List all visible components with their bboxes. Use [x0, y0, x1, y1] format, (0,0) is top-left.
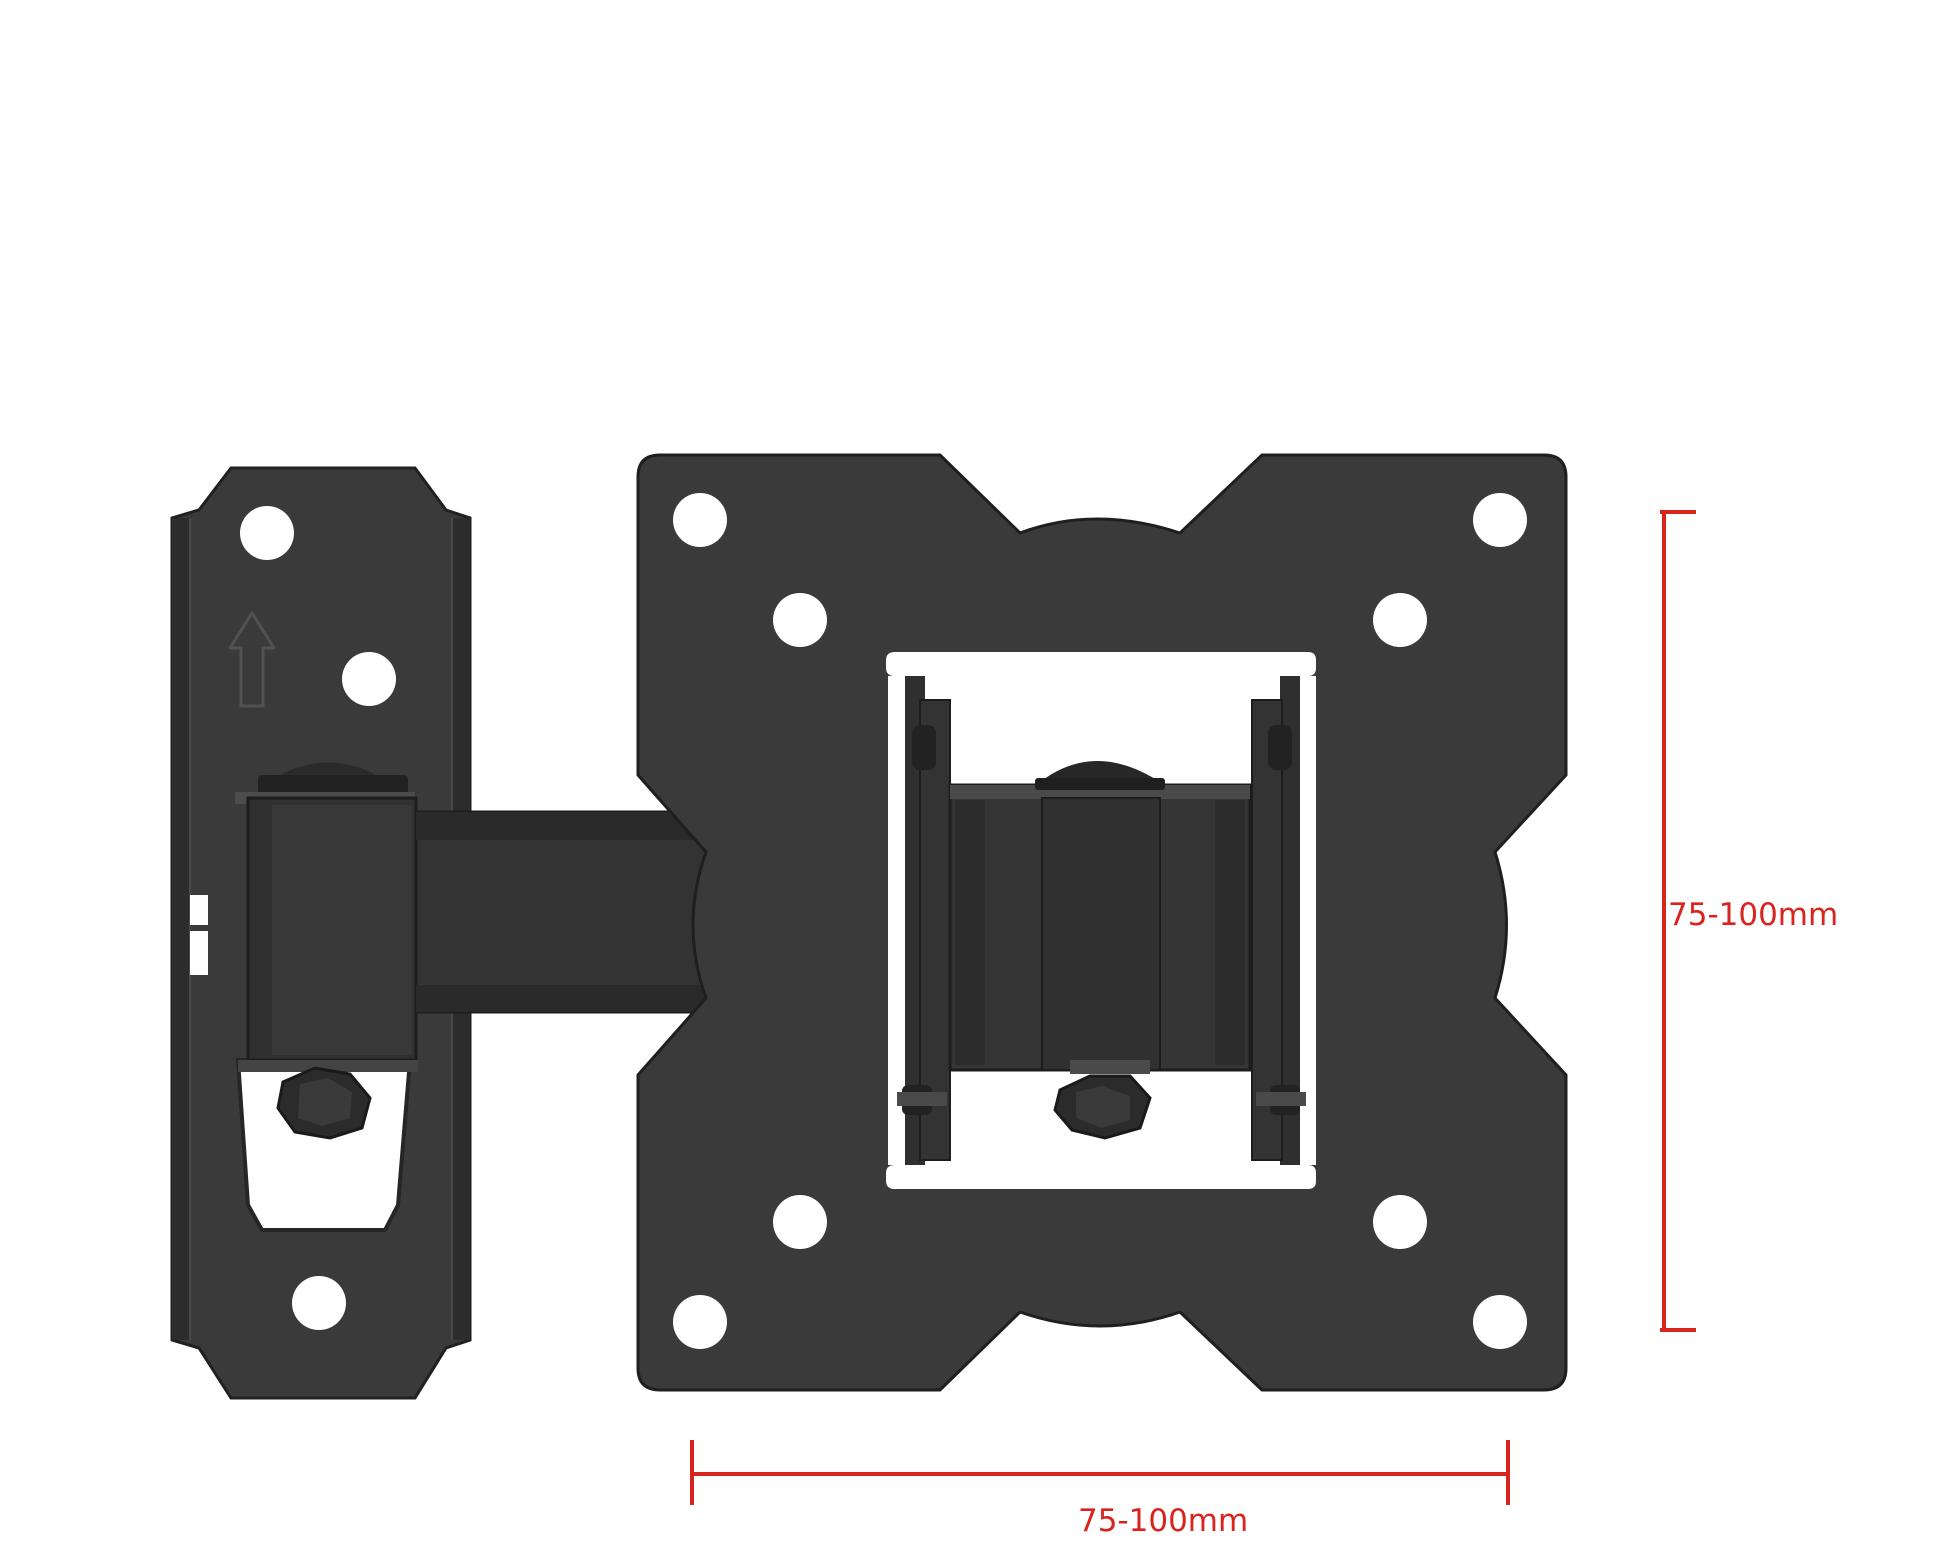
swivel-arm [235, 762, 708, 1140]
tilt-bolt [1268, 725, 1292, 770]
wall-plate-hole [240, 506, 294, 560]
arm-nut [276, 1066, 372, 1140]
vesa-hole [673, 493, 727, 547]
wall-plate-notch [190, 895, 208, 975]
vertical-dimension-label: 75-100mm [1668, 897, 1839, 933]
dimension-vertical [1660, 510, 1696, 1332]
dimension-horizontal [690, 1440, 1510, 1505]
wall-plate-hole [292, 1276, 346, 1330]
vesa-hole [1473, 493, 1527, 547]
up-arrow-icon [228, 611, 276, 708]
vesa-hole [1373, 1195, 1427, 1249]
horizontal-dimension-label: 75-100mm [1078, 1503, 1249, 1539]
vesa-hole [773, 593, 827, 647]
wall-plate-hole [342, 652, 396, 706]
vesa-hole [673, 1295, 727, 1349]
vesa-hole [1373, 593, 1427, 647]
vesa-hole [1473, 1295, 1527, 1349]
vesa-hole [773, 1195, 827, 1249]
arm-bar [414, 810, 708, 1014]
tilt-nut [1053, 1060, 1152, 1140]
vesa-plate [636, 453, 1568, 1392]
vesa-window [886, 652, 1316, 676]
tilt-bolt [912, 725, 936, 770]
vesa-window-lower [886, 1165, 1316, 1189]
tilt-side-plate-right [1280, 676, 1300, 1165]
tilt-dome [1040, 761, 1160, 782]
wall-plate-left-flange [172, 518, 190, 1340]
